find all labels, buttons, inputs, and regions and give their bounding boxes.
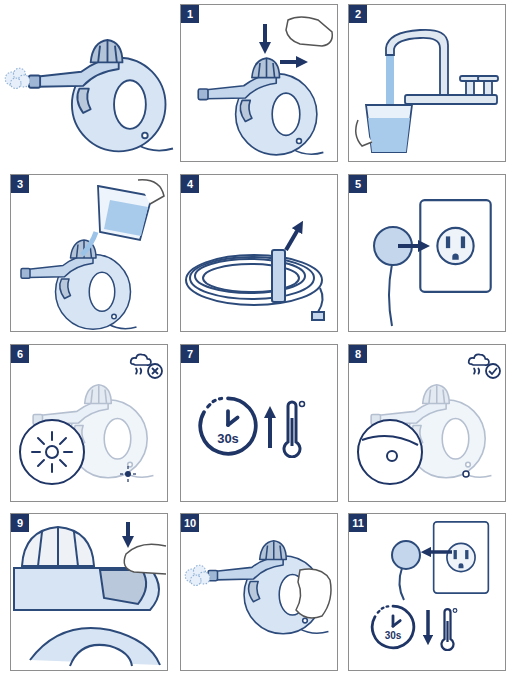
- step-number: 11: [349, 514, 367, 532]
- step-panel: 5: [348, 174, 506, 332]
- step-panel: 2: [348, 4, 506, 162]
- hero-steamer: [5, 40, 173, 151]
- step-panel: 3: [10, 174, 168, 332]
- step-number: 7: [181, 345, 199, 363]
- step-panel: 4: [180, 174, 338, 332]
- step-number: 3: [11, 175, 29, 193]
- trigger-illustration: [14, 522, 166, 666]
- step-panel: 6: [10, 344, 168, 502]
- fill-cap-illustration: [198, 17, 332, 155]
- step-number: 9: [11, 514, 29, 532]
- step-panel: 7: [180, 344, 338, 502]
- faucet-illustration: [356, 30, 498, 152]
- steaming-illustration: [185, 541, 331, 634]
- step-panel: 9: [10, 513, 168, 671]
- pour-water-illustration: [21, 180, 164, 329]
- light-on-illustration: [20, 354, 162, 484]
- unplug-cool-illustration: [372, 522, 488, 650]
- step-number: 10: [181, 514, 199, 532]
- step-number: 1: [181, 5, 199, 23]
- timer-label: 30s: [217, 432, 239, 445]
- step-number: 5: [349, 175, 367, 193]
- light-off-illustration: [358, 354, 500, 484]
- step-number: 4: [181, 175, 199, 193]
- step-panel: 11: [348, 513, 506, 671]
- step-panel: 8: [348, 344, 506, 502]
- step-panel: 1: [180, 4, 338, 162]
- cord-illustration: [186, 226, 324, 320]
- step-number: 2: [349, 5, 367, 23]
- heat-up-illustration: [200, 398, 304, 457]
- timer-label: 30s: [385, 631, 402, 641]
- plug-in-illustration: [374, 200, 491, 326]
- step-number: 8: [349, 345, 367, 363]
- step-panel: 10: [180, 513, 338, 671]
- step-number: 6: [11, 345, 29, 363]
